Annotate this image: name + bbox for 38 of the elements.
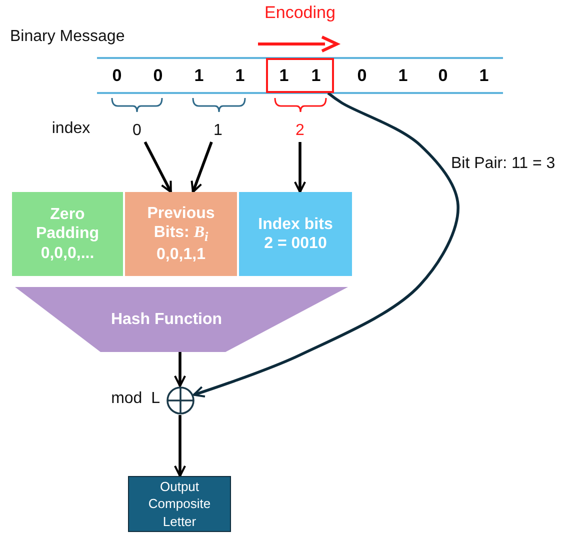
funnel-shape	[15, 287, 348, 352]
block-text: Hash Function	[110, 310, 222, 330]
bit-digit: 1	[397, 66, 409, 86]
highlight-frame	[266, 58, 334, 93]
block-text: Index bits	[258, 214, 333, 234]
side-label: mod L	[110, 390, 160, 408]
index-number: 1	[208, 120, 228, 142]
block-text: 0,0,1,1	[156, 245, 206, 264]
arrow	[174, 415, 186, 477]
xor-symbol	[166, 386, 195, 415]
bit-digit: 1	[234, 66, 246, 86]
bit-digit: 0	[111, 66, 123, 86]
block-text: 0,0,0,...	[40, 244, 94, 263]
arrow	[190, 142, 213, 193]
bit-digit: 1	[193, 66, 205, 86]
block-text: Zero Padding	[34, 205, 100, 244]
bit-digit: 1	[311, 66, 321, 86]
bit-digit: 0	[152, 66, 164, 86]
index-block	[239, 192, 352, 276]
arrow	[174, 352, 186, 388]
index-number: 2	[290, 120, 310, 142]
arrow	[144, 141, 172, 193]
axis-label: index	[50, 120, 92, 138]
block-text: 2 = 0010	[264, 234, 327, 254]
bit-digit: 1	[279, 66, 289, 86]
bit-digit: 0	[356, 66, 368, 86]
bits-block	[125, 192, 237, 276]
heading: Encoding	[264, 3, 336, 23]
bit-digit: 0	[437, 66, 449, 86]
block-text: Previous Bits: B$_{i}$	[146, 204, 216, 246]
arrow	[294, 142, 306, 193]
block-text: Output Composite Letter	[147, 478, 212, 530]
title-label: Binary Message	[10, 28, 126, 46]
arrow	[192, 92, 460, 398]
bit-digit: 1	[478, 66, 490, 86]
output-box	[128, 476, 231, 532]
padding-block	[12, 192, 123, 276]
index-number: 0	[127, 120, 147, 142]
